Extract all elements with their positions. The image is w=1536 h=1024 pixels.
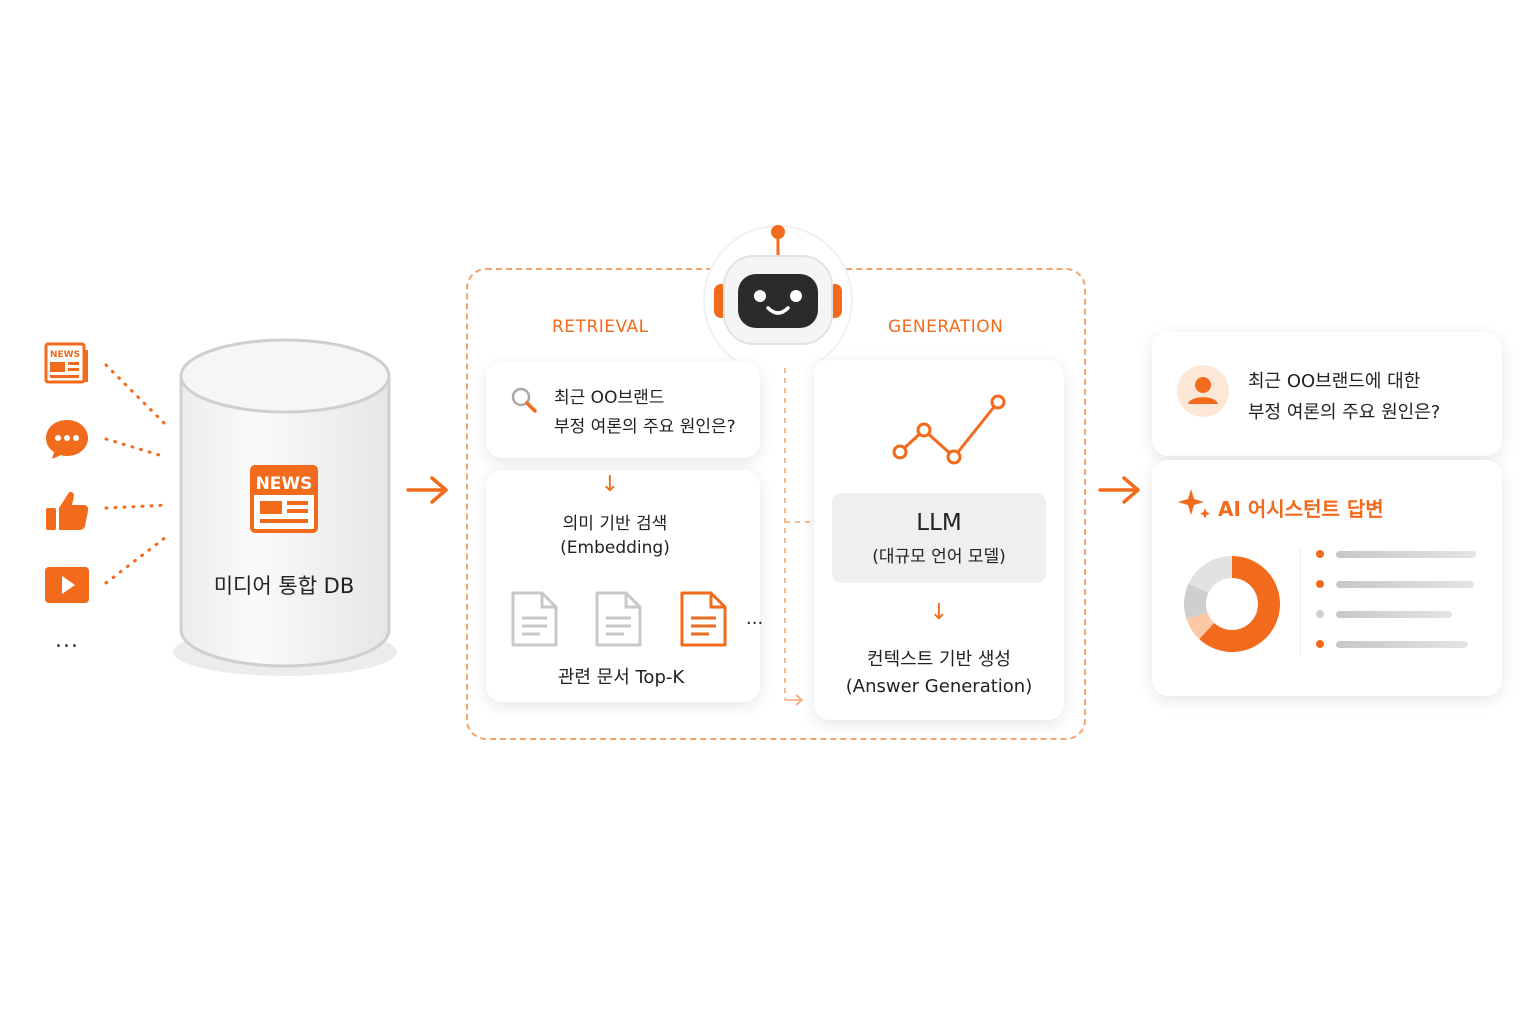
- query-line-2: 부정 여론의 주요 원인은?: [554, 417, 736, 437]
- pipeline-divider: [784, 368, 812, 706]
- document-icon-highlighted: [680, 591, 727, 647]
- thumbs-up-icon: [44, 488, 90, 532]
- llm-title: LLM: [916, 510, 962, 536]
- donut-slice: [1186, 612, 1215, 639]
- donut-slice: [1184, 583, 1209, 619]
- arrow-right-icon: [406, 476, 448, 504]
- more-documents-ellipsis: ...: [746, 608, 764, 629]
- newspaper-icon: NEWS: [44, 342, 90, 386]
- document-icon: [511, 591, 558, 647]
- arrow-down-icon: ↓: [929, 600, 949, 625]
- top-k-documents-label: 관련 문서 Top-K: [557, 667, 685, 688]
- user-question-card: 최근 OO브랜드에 대한 부정 여론의 주요 원인은?: [1152, 332, 1502, 456]
- llm-box: LLM (대규모 언어 모델): [832, 493, 1046, 583]
- user-avatar-icon: [1177, 365, 1229, 417]
- donut-slice: [1188, 556, 1232, 593]
- query-card: 최근 OO브랜드 부정 여론의 주요 원인은?: [486, 362, 760, 458]
- arrow-down-icon: ↓: [600, 472, 620, 497]
- context-generation-label: 컨텍스트 기반 생성: [867, 649, 1011, 670]
- query-line-1: 최근 OO브랜드: [554, 388, 665, 408]
- answer-generation-label: (Answer Generation): [845, 676, 1033, 697]
- retrieval-card: ↓ 의미 기반 검색 (Embedding) ... 관련 문서 Top-K: [486, 470, 764, 702]
- db-news-icon: NEWS: [250, 465, 318, 533]
- line-trend-icon: [892, 394, 1006, 465]
- retrieval-title: RETRIEVAL: [552, 317, 649, 337]
- database-label: 미디어 통합 DB: [213, 574, 355, 598]
- more-sources-ellipsis: ...: [55, 628, 79, 653]
- robot-icon: [703, 225, 853, 360]
- video-play-icon: [44, 564, 90, 608]
- donut-chart: [1184, 556, 1280, 652]
- source-connectors: [104, 363, 170, 585]
- chat-bubble-icon: [44, 417, 90, 461]
- sparkle-icon: [1178, 489, 1210, 519]
- db-news-icon-label: NEWS: [256, 474, 313, 494]
- divider: [1300, 548, 1301, 656]
- document-icon: [595, 591, 642, 647]
- news-icon-label: NEWS: [50, 350, 80, 360]
- user-question-line-2: 부정 여론의 주요 원인은?: [1248, 402, 1441, 423]
- ai-answer-title: AI 어시스턴트 답변: [1218, 497, 1384, 521]
- generation-title: GENERATION: [888, 317, 1004, 337]
- ai-answer-card: AI 어시스턴트 답변: [1152, 460, 1502, 696]
- search-icon: [511, 387, 537, 413]
- llm-subtitle: (대규모 언어 모델): [872, 547, 1006, 567]
- user-question-line-1: 최근 OO브랜드에 대한: [1248, 371, 1421, 392]
- arrow-right-icon: [1098, 476, 1140, 504]
- semantic-search-label: 의미 기반 검색: [562, 514, 668, 534]
- donut-slice: [1199, 556, 1280, 652]
- embedding-label: (Embedding): [560, 538, 670, 558]
